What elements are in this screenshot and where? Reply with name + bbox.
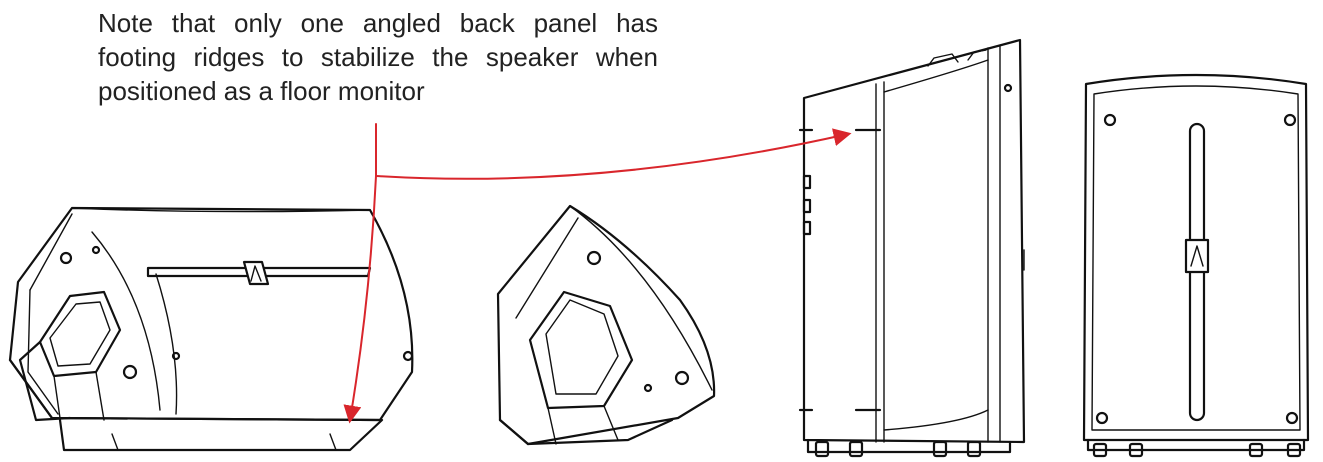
side-hardware: [802, 174, 812, 190]
foot: [848, 440, 864, 458]
screw: [643, 383, 653, 393]
callout-arrow-to-floor-monitor: [343, 175, 377, 424]
screw: [674, 370, 690, 386]
screw: [171, 351, 181, 361]
screw: [122, 364, 138, 380]
foot: [932, 440, 948, 458]
footing-ridge: [329, 433, 337, 451]
screw: [59, 251, 73, 265]
speaker-floor-monitor-small: [496, 204, 716, 446]
callout-arrows: [343, 123, 852, 424]
side-hardware: [802, 198, 812, 214]
speaker-back-upright: [1082, 73, 1310, 458]
screw: [1285, 411, 1299, 425]
screw: [1095, 411, 1109, 425]
screw: [91, 245, 101, 255]
foot: [1128, 442, 1144, 458]
side-hardware: [802, 220, 812, 236]
annotation-note: Note that only one angled back panel has…: [98, 8, 658, 106]
screw: [1003, 83, 1013, 93]
screw: [402, 350, 414, 362]
speaker-side-upright: [798, 38, 1026, 458]
foot: [1092, 442, 1108, 458]
speaker-large-shell: [8, 206, 414, 422]
footing-ridge: [111, 433, 119, 451]
screw: [1103, 113, 1117, 127]
foot: [814, 440, 830, 458]
foot: [1286, 442, 1302, 458]
speaker-small-shell: [496, 204, 716, 446]
logo-badge: [1184, 238, 1210, 274]
callout-arrow-to-side-view: [375, 128, 852, 180]
speaker-floor-monitor-large: [8, 206, 414, 452]
screw: [586, 250, 602, 266]
screw: [1283, 113, 1297, 127]
foot: [1248, 442, 1264, 458]
logo-badge: [242, 260, 270, 286]
foot: [966, 440, 982, 458]
speaker-side-shell: [802, 38, 1026, 444]
